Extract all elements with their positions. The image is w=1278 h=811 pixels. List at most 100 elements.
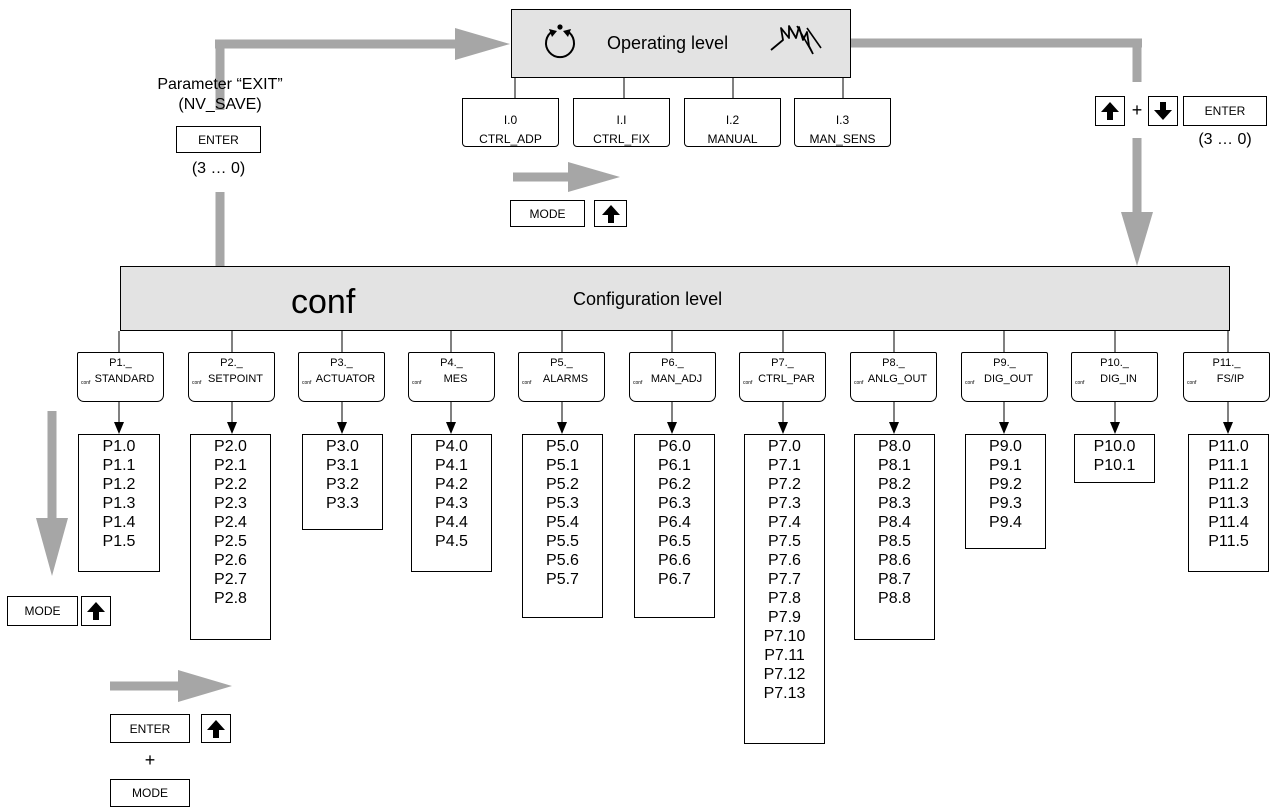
mode-man-sens[interactable]: I.3 MAN_SENS	[794, 98, 891, 147]
arrow-up-key-icon[interactable]	[81, 596, 111, 626]
param-item[interactable]: P10.0	[1093, 438, 1136, 455]
group-p7[interactable]: P7._ conf CTRL_PAR	[739, 352, 826, 402]
param-item[interactable]: P1.3	[102, 495, 136, 512]
mode-ctrl-fix[interactable]: I.I CTRL_FIX	[573, 98, 670, 147]
arrow-up-key-icon[interactable]	[594, 200, 627, 227]
param-item[interactable]: P8.2	[878, 476, 911, 493]
param-item[interactable]: P11.4	[1208, 514, 1249, 531]
param-item[interactable]: P8.4	[878, 514, 911, 531]
param-item[interactable]: P6.5	[658, 533, 691, 550]
group-p2[interactable]: P2._ conf SETPOINT	[188, 352, 275, 402]
group-p1[interactable]: P1._ conf STANDARD	[77, 352, 164, 402]
param-item[interactable]: P7.10	[763, 628, 806, 645]
param-item[interactable]: P8.6	[878, 552, 911, 569]
param-item[interactable]: P1.4	[102, 514, 136, 531]
param-item[interactable]: P1.0	[102, 438, 136, 455]
group-nav-mode-key[interactable]: MODE	[110, 779, 190, 807]
param-item[interactable]: P3.0	[326, 438, 359, 455]
param-item[interactable]: P5.3	[546, 495, 579, 512]
param-item[interactable]: P7.12	[763, 666, 806, 683]
param-item[interactable]: P4.4	[435, 514, 468, 531]
mode-ctrl-adp[interactable]: I.0 CTRL_ADP	[462, 98, 559, 147]
arrow-up-key-icon[interactable]	[201, 714, 231, 743]
param-item[interactable]: P5.1	[546, 457, 579, 474]
param-item[interactable]: P1.5	[102, 533, 136, 550]
param-item[interactable]: P7.11	[764, 647, 805, 664]
param-item[interactable]: P7.7	[768, 571, 801, 588]
param-item[interactable]: P2.8	[214, 590, 247, 607]
group-p11[interactable]: P11._ conf FS/IP	[1183, 352, 1270, 402]
group-p5[interactable]: P5._ conf ALARMS	[518, 352, 605, 402]
param-item[interactable]: P4.5	[435, 533, 468, 550]
mode-key-operating[interactable]: MODE	[510, 200, 585, 227]
param-item[interactable]: P3.2	[326, 476, 359, 493]
param-item[interactable]: P5.4	[546, 514, 579, 531]
param-item[interactable]: P5.5	[546, 533, 579, 550]
arrow-up-key-icon[interactable]	[1095, 96, 1125, 126]
exit-enter-key[interactable]: ENTER	[176, 126, 261, 153]
param-item[interactable]: P6.6	[658, 552, 691, 569]
param-item[interactable]: P8.7	[878, 571, 911, 588]
param-item[interactable]: P6.0	[658, 438, 691, 455]
param-item[interactable]: P11.2	[1208, 476, 1249, 493]
param-item[interactable]: P8.0	[878, 438, 911, 455]
param-item[interactable]: P1.2	[102, 476, 136, 493]
param-item[interactable]: P9.4	[989, 514, 1022, 531]
param-item[interactable]: P5.7	[546, 571, 579, 588]
param-item[interactable]: P4.1	[435, 457, 468, 474]
param-item[interactable]: P11.3	[1208, 495, 1249, 512]
param-item[interactable]: P1.1	[102, 457, 136, 474]
param-item[interactable]: P2.6	[214, 552, 247, 569]
param-item[interactable]: P8.8	[878, 590, 911, 607]
mode-manual[interactable]: I.2 MANUAL	[684, 98, 781, 147]
param-item[interactable]: P2.2	[214, 476, 247, 493]
group-p8[interactable]: P8._ conf ANLG_OUT	[850, 352, 937, 402]
param-item[interactable]: P7.5	[768, 533, 801, 550]
param-item[interactable]: P8.3	[878, 495, 911, 512]
param-item[interactable]: P7.8	[768, 590, 801, 607]
param-item[interactable]: P6.2	[658, 476, 691, 493]
param-item[interactable]: P5.0	[546, 438, 579, 455]
param-item[interactable]: P7.9	[768, 609, 801, 626]
param-item[interactable]: P7.1	[768, 457, 801, 474]
group-p9[interactable]: P9._ conf DIG_OUT	[961, 352, 1048, 402]
param-item[interactable]: P7.0	[768, 438, 801, 455]
param-item[interactable]: P6.4	[658, 514, 691, 531]
param-item[interactable]: P6.7	[658, 571, 691, 588]
param-item[interactable]: P4.3	[435, 495, 468, 512]
param-item[interactable]: P2.3	[214, 495, 247, 512]
param-item[interactable]: P7.4	[768, 514, 801, 531]
param-item[interactable]: P4.2	[435, 476, 468, 493]
param-item[interactable]: P11.5	[1208, 533, 1249, 550]
param-item[interactable]: P11.0	[1208, 438, 1249, 455]
group-nav-enter-key[interactable]: ENTER	[110, 714, 190, 743]
param-item[interactable]: P3.1	[326, 457, 359, 474]
param-item[interactable]: P9.2	[989, 476, 1022, 493]
param-item[interactable]: P2.1	[214, 457, 247, 474]
param-item[interactable]: P5.2	[546, 476, 579, 493]
param-item[interactable]: P9.1	[989, 457, 1022, 474]
param-item[interactable]: P8.5	[878, 533, 911, 550]
arrow-down-key-icon[interactable]	[1148, 96, 1178, 126]
param-item[interactable]: P2.0	[214, 438, 247, 455]
param-item[interactable]: P3.3	[326, 495, 359, 512]
param-item[interactable]: P7.13	[763, 685, 806, 702]
group-p3[interactable]: P3._ conf ACTUATOR	[298, 352, 385, 402]
param-item[interactable]: P11.1	[1208, 457, 1249, 474]
param-item[interactable]: P9.0	[989, 438, 1022, 455]
param-item[interactable]: P8.1	[878, 457, 911, 474]
group-p10[interactable]: P10._ conf DIG_IN	[1071, 352, 1158, 402]
param-item[interactable]: P2.5	[214, 533, 247, 550]
entry-enter-key[interactable]: ENTER	[1183, 96, 1267, 126]
param-item[interactable]: P7.2	[768, 476, 801, 493]
param-item[interactable]: P7.6	[768, 552, 801, 569]
param-item[interactable]: P5.6	[546, 552, 579, 569]
param-item[interactable]: P9.3	[989, 495, 1022, 512]
param-item[interactable]: P4.0	[435, 438, 468, 455]
param-item[interactable]: P2.7	[214, 571, 247, 588]
param-item[interactable]: P7.3	[768, 495, 801, 512]
param-item[interactable]: P6.3	[658, 495, 691, 512]
param-item[interactable]: P2.4	[214, 514, 247, 531]
param-nav-mode-key[interactable]: MODE	[7, 596, 78, 626]
group-p6[interactable]: P6._ conf MAN_ADJ	[629, 352, 716, 402]
